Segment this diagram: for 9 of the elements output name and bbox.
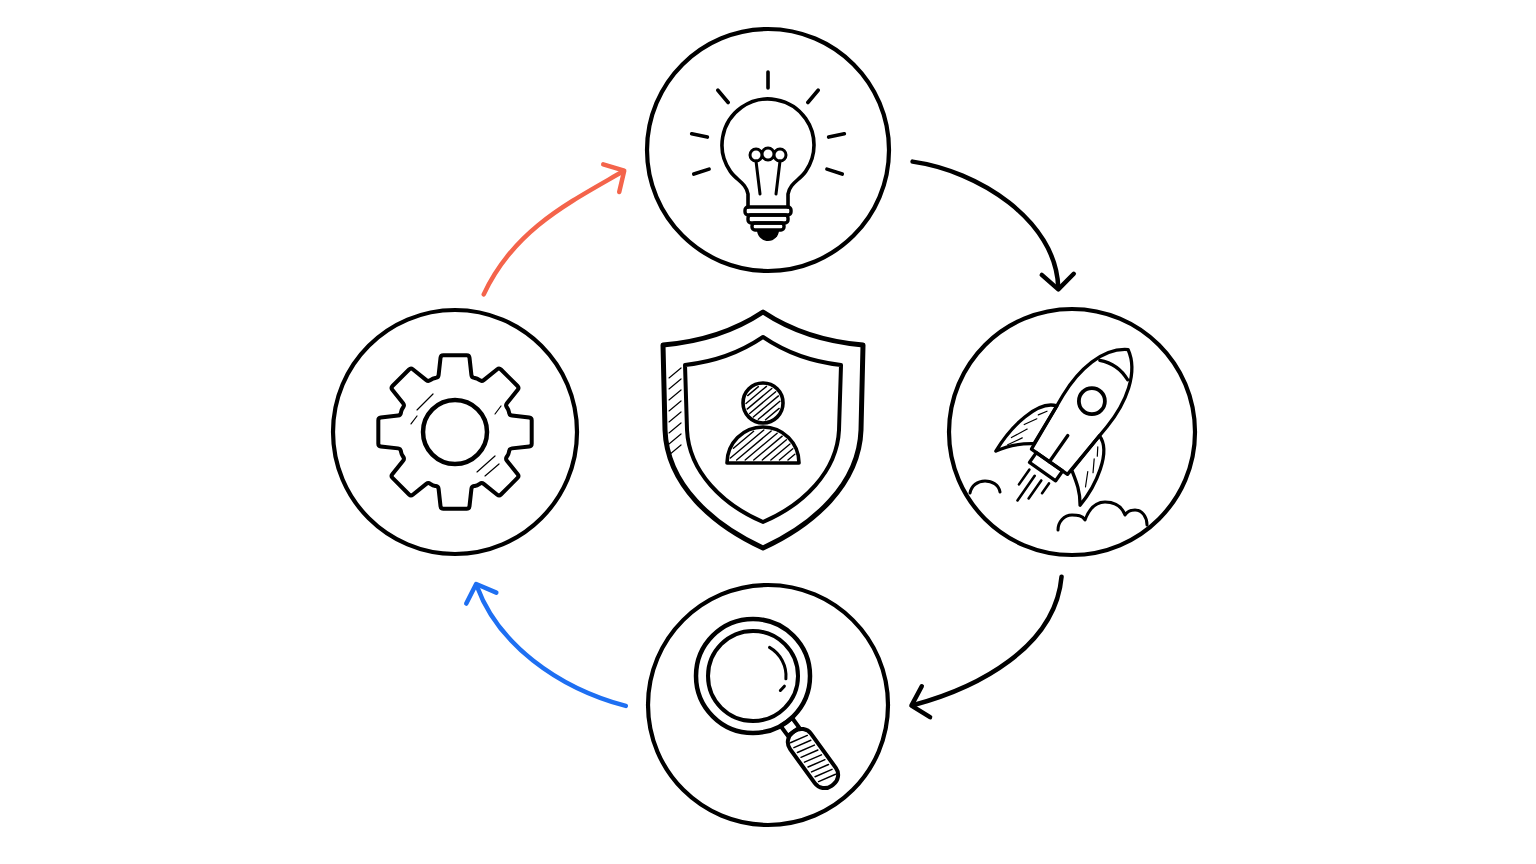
- shield: [660, 309, 866, 551]
- arrow: [910, 159, 1076, 292]
- arrow: [909, 574, 1064, 720]
- circle-frame: [946, 306, 1198, 558]
- circle-frame: [644, 26, 892, 274]
- arrow: [464, 581, 629, 709]
- circle-frame: [330, 307, 580, 557]
- circle-frame: [645, 582, 891, 828]
- arrow: [481, 162, 627, 297]
